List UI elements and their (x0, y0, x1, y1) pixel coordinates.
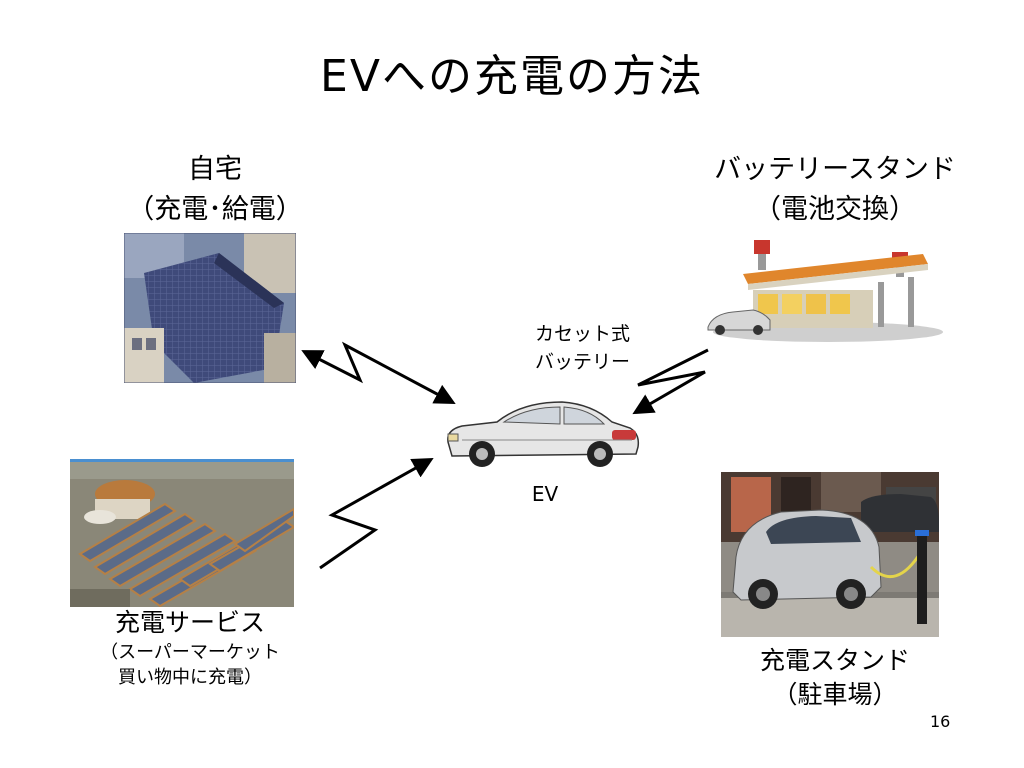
home-label-line1: 自宅 (188, 154, 242, 185)
slide-title: EVへの充電の方法 (320, 51, 704, 102)
battery-stand-label: バッテリースタンド （電池交換） (690, 150, 980, 230)
parking-charging-photo (721, 472, 939, 637)
charging-stand-line2: （駐車場） (772, 680, 898, 709)
home-label: 自宅 （充電･給電） (95, 150, 335, 230)
ev-car-illustration (442, 392, 642, 470)
supermarket-solar-parking-photo (70, 459, 294, 607)
charging-service-line3: 買い物中に充電） (118, 667, 262, 688)
ev-label: EV (531, 482, 559, 506)
service-ev-arrow (319, 457, 434, 570)
battery-stand-label-line2: （電池交換） (754, 194, 916, 225)
cassette-label-line1: カセット式 (535, 323, 631, 345)
home-label-line2: （充電･給電） (127, 194, 303, 225)
charging-stand-label: 充電スタンド （駐車場） (740, 644, 930, 712)
battery-swap-station-photo (698, 232, 943, 347)
charging-service-line1: 充電サービス (114, 608, 265, 637)
home-ev-arrow (301, 341, 456, 404)
cassette-battery-label: カセット式 バッテリー (535, 320, 665, 376)
charging-stand-line1: 充電スタンド (759, 646, 910, 675)
house-solar-roof-photo (124, 233, 296, 383)
battery-stand-label-line1: バッテリースタンド (714, 154, 956, 185)
charging-service-label: 充電サービス （スーパーマーケット 買い物中に充電） (60, 606, 320, 690)
station-ev-arrow (632, 348, 709, 415)
page-number: 16 (930, 712, 951, 731)
cassette-label-line2: バッテリー (535, 351, 631, 373)
charging-service-line2: （スーパーマーケット (100, 642, 280, 663)
